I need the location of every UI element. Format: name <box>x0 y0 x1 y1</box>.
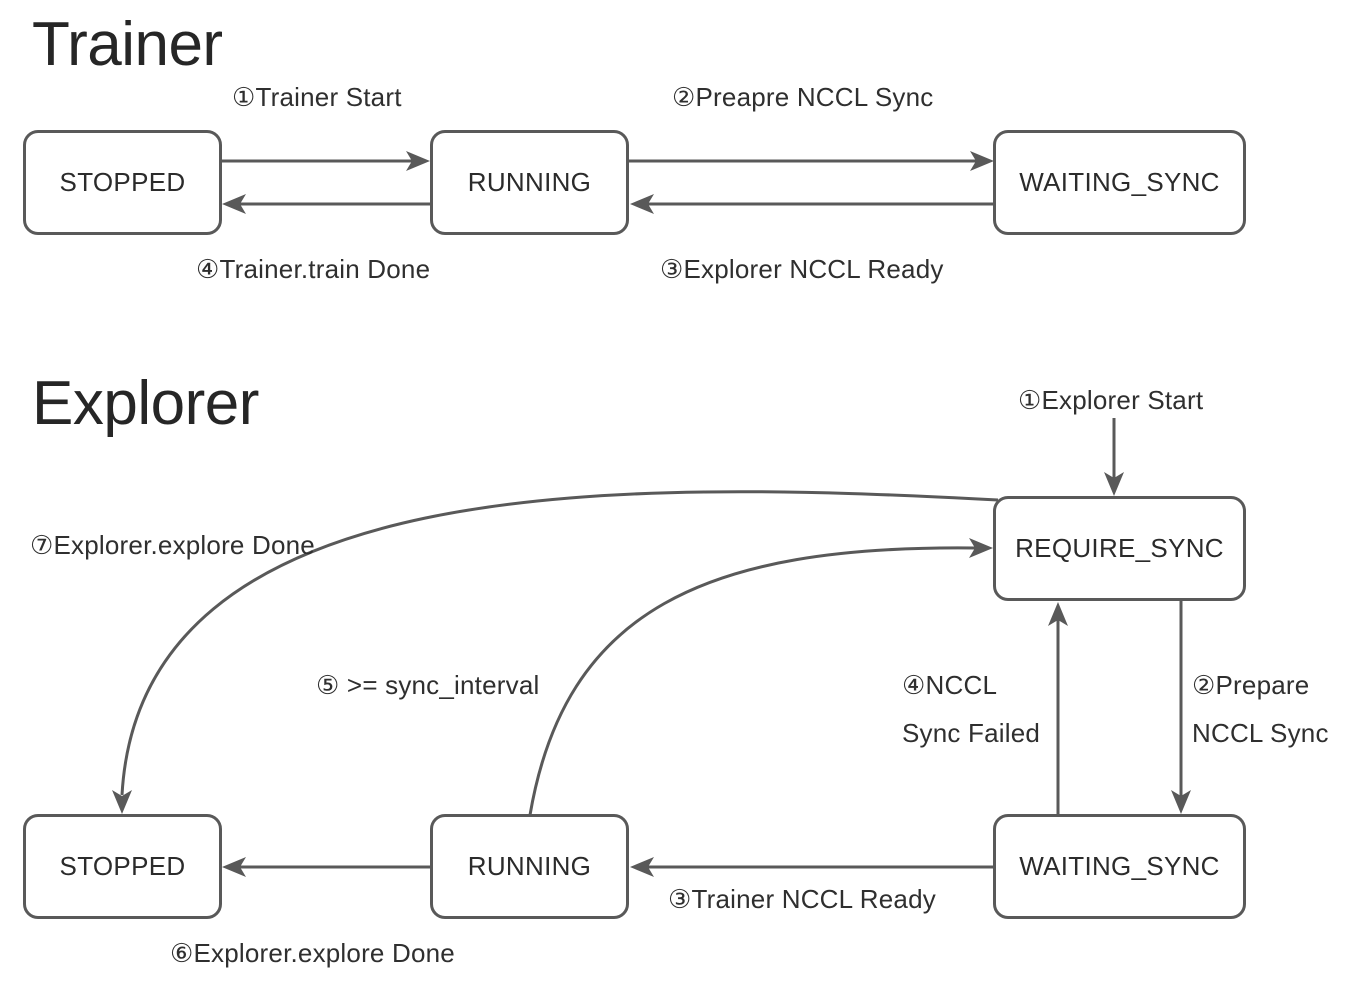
explorer-label-sync-failed-line2: Sync Failed <box>902 718 1041 748</box>
explorer-state-require-sync: REQUIRE_SYNC <box>993 496 1246 601</box>
explorer-label-sync-interval: ⑤ >= sync_interval <box>316 670 540 700</box>
explorer-label-trainer-ready: ③Trainer NCCL Ready <box>668 884 936 914</box>
explorer-edge-sync-failed <box>1048 602 1068 816</box>
explorer-state-running: RUNNING <box>430 814 629 919</box>
trainer-label-explorer-ready: ③Explorer NCCL Ready <box>660 254 944 284</box>
explorer-edge-explore-done-require <box>112 490 999 814</box>
trainer-label-start: ①Trainer Start <box>232 82 402 112</box>
trainer-edge-prepare-sync <box>628 151 994 171</box>
trainer-state-stopped: STOPPED <box>23 130 222 235</box>
explorer-label-explore-done-require: ⑦Explorer.explore Done <box>30 530 315 560</box>
trainer-label-prepare-sync: ②Preapre NCCL Sync <box>672 82 934 112</box>
explorer-label-explore-done-running: ⑥Explorer.explore Done <box>170 938 455 968</box>
explorer-edge-explore-done-running <box>222 857 431 877</box>
explorer-label-start: ①Explorer Start <box>1018 385 1204 415</box>
explorer-label-prepare-sync-line2: NCCL Sync <box>1192 718 1329 748</box>
explorer-state-stopped: STOPPED <box>23 814 222 919</box>
explorer-label-prepare-sync-line1: ②Prepare <box>1192 670 1310 700</box>
trainer-edge-train-done <box>222 194 431 214</box>
explorer-edge-trainer-ready <box>630 857 994 877</box>
explorer-label-sync-failed-line1: ④NCCL <box>902 670 998 700</box>
explorer-section-title: Explorer <box>32 369 259 438</box>
explorer-edge-prepare-sync <box>1171 600 1191 814</box>
trainer-label-train-done: ④Trainer.train Done <box>196 254 431 284</box>
trainer-section-title: Trainer <box>32 10 223 79</box>
explorer-edge-sync-interval <box>528 538 993 816</box>
trainer-edge-explorer-ready <box>630 194 994 214</box>
explorer-state-waiting-sync: WAITING_SYNC <box>993 814 1246 919</box>
trainer-state-running: RUNNING <box>430 130 629 235</box>
explorer-edge-start <box>1104 418 1124 496</box>
trainer-state-waiting-sync: WAITING_SYNC <box>993 130 1246 235</box>
trainer-edge-start <box>221 151 430 171</box>
